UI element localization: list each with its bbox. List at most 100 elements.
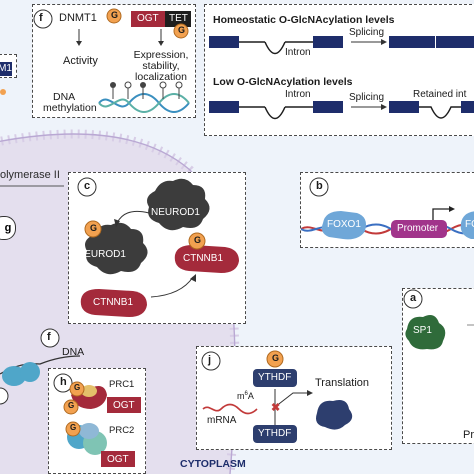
glycan-fragment (0, 89, 6, 95)
glycan-g-tet-label: G (178, 25, 186, 35)
panel-c-letter-circle (77, 177, 97, 197)
expression-line-2: stability, (142, 60, 180, 72)
low-title: Low O-GlcNAcylation levels (213, 76, 353, 88)
nucleus-lower-graphics (0, 328, 81, 405)
splicing-graphics (209, 36, 474, 120)
panel-f-graphics (33, 8, 191, 113)
dna-label: DNA (62, 346, 85, 358)
dna-strand-2 (98, 93, 190, 113)
exon-2-low (313, 101, 343, 113)
intron-loop-top (264, 41, 286, 55)
panel-a: a SP1 Pro (402, 288, 474, 444)
neurod1-glyco-shape (85, 222, 148, 275)
ythdf-top-box (253, 369, 297, 387)
splicing-label-top: Splicing (349, 27, 385, 38)
retained-intron (419, 106, 461, 119)
ogt-box (131, 11, 165, 27)
foxo1-label: FOXO1 (327, 219, 361, 230)
panel-f-letter: f (39, 12, 43, 24)
histone-2 (20, 362, 40, 382)
panel-c-graphics (77, 177, 239, 317)
glycan-g-neurod1 (84, 220, 102, 238)
glycan-g-prc1-a-label: G (74, 383, 81, 392)
glycan-g-tet (173, 23, 189, 39)
panel-j-letter-circle (201, 351, 221, 371)
glycan-g-prc1-a (69, 381, 85, 397)
glycan-g-prc1-b (63, 399, 79, 415)
activity-label: Activity (63, 55, 98, 67)
panel-c-letter: c (84, 180, 91, 192)
panel-g-letter: g (0, 216, 16, 240)
sp1-label: SP1 (413, 325, 432, 336)
tet-box (165, 11, 191, 27)
partial-circle-left (0, 387, 9, 405)
prc1-subunit (81, 385, 97, 397)
glycan-g-neurod1-label: G (90, 223, 98, 233)
panel-c: c NEUROD1 NEUROD1 G CTNNB1 CTNNB1 G (68, 172, 246, 324)
homeostatic-title: Homeostatic O-GlcNAcylation levels (213, 14, 395, 26)
panel-a-graphics (403, 289, 474, 350)
panel-h-letter-circle (53, 373, 73, 393)
ogt-label-h2: OGT (107, 454, 129, 465)
prc2-label: PRC2 (109, 425, 135, 436)
panel-f-lower-letter: f (47, 331, 51, 343)
glycan-g-prc2 (65, 421, 81, 437)
translation-label: Translation (315, 377, 370, 389)
ctnnb1-glyco-label: CTNNB1 (183, 253, 224, 264)
panel-b-letter: b (316, 180, 323, 192)
sp1-shape (405, 315, 446, 350)
ogt-label-h1: OGT (113, 400, 135, 411)
panel-j: j G YTHDF m6A ✖ mRNA Translation YTHDF (196, 346, 392, 450)
panel-b: b FOXO1 Promoter FOXO (300, 172, 474, 248)
mrna-label: mRNA (207, 415, 237, 426)
ctnnb1-glyco-shape (174, 245, 239, 273)
expression-line-1: Expression, (133, 49, 189, 61)
polymerase-label: olymerase II (0, 169, 60, 181)
glycan-g-dnmt1 (106, 8, 122, 24)
panel-h: h PRC1 OGT PRC2 OGT G G G (48, 368, 146, 474)
dna-methylation-line-1: DNA (53, 91, 76, 103)
retained-exon-b (461, 101, 474, 113)
glycan-g-ythdf-label: G (272, 353, 280, 363)
splice-arrowhead-top (381, 39, 387, 45)
glycan-g-prc1-b-label: G (68, 401, 75, 410)
panel-h-letter: h (60, 376, 67, 388)
spliced-exon-b (436, 36, 474, 48)
ctnnb1-label: CTNNB1 (93, 297, 134, 308)
promoter-label: Promoter (397, 223, 439, 234)
panel-f-top: f DNMT1 G OGT TET G Activity Expression,… (32, 4, 196, 118)
mrna-strand (202, 403, 258, 415)
ogt-box-h1 (107, 397, 141, 413)
splicing-label-low: Splicing (349, 92, 385, 103)
exon-1-top (209, 36, 239, 48)
glycan-g-ythdf (266, 350, 284, 368)
arrow-neurod1 (116, 210, 150, 224)
prc2-subunit-c (79, 423, 99, 439)
panel-b-graphics (301, 177, 474, 240)
arrowhead-neurod1 (114, 219, 120, 227)
exon-2-top (313, 36, 343, 48)
glycan-g-prc2-label: G (70, 423, 77, 432)
glycan-g-dnmt1-label: G (111, 10, 119, 20)
translation-arrow (274, 392, 309, 408)
arrowhead-ogt-tet (158, 41, 164, 46)
m6a-base: m (237, 391, 245, 401)
exon-1-low (209, 101, 239, 113)
ogt-box-h2 (101, 451, 135, 467)
m6a-label: m6A (237, 391, 254, 401)
promoter-box (391, 220, 447, 238)
spliced-exon-a (389, 36, 435, 48)
ythdf-top-label: YTHDF (258, 372, 292, 383)
translation-arrowhead (307, 390, 313, 396)
foxo-partial-shape (460, 211, 474, 239)
ythdf-bottom-label: YTHDF (258, 428, 292, 439)
panel-j-graphics (201, 350, 353, 443)
methyl-mark-1 (110, 82, 116, 88)
translated-protein (316, 400, 353, 430)
intron-loop-low (264, 106, 286, 120)
retained-label: Retained int (413, 89, 467, 100)
arrowhead-dnmt1 (76, 41, 82, 46)
splice-arrowhead-low (381, 104, 387, 110)
ythdf-bottom-box (253, 425, 297, 443)
m1-label: M1 (0, 62, 12, 76)
